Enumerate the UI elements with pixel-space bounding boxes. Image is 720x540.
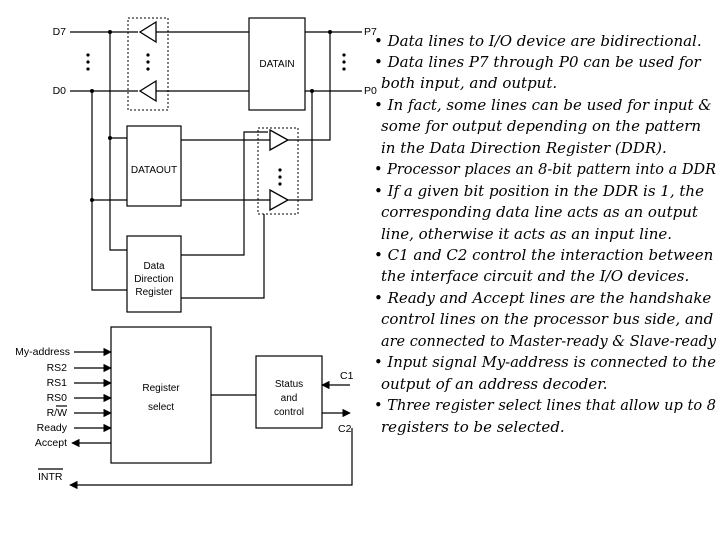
output-buffer-group bbox=[257, 127, 299, 215]
status-control-block bbox=[255, 355, 323, 429]
bullet-line: • Data lines to I/O device are bidirecti… bbox=[374, 32, 702, 50]
bullet-line: • Ready and Accept lines are the handsha… bbox=[374, 289, 711, 307]
ddr-label-line-2: Direction bbox=[134, 274, 173, 285]
datain-label: DATAIN bbox=[259, 59, 294, 70]
c2-label: C2 bbox=[338, 423, 352, 435]
d7-to-ddr bbox=[109, 138, 127, 251]
ddr-block bbox=[126, 235, 182, 313]
c1-label: C1 bbox=[340, 370, 354, 382]
outbuf-to-p7 bbox=[288, 32, 331, 141]
outbuf-to-p0 bbox=[288, 91, 313, 201]
bullet-line: • If a given bit position in the DDR is … bbox=[374, 182, 704, 200]
status-control-label-line-2: and bbox=[281, 393, 298, 404]
dataout-label: DATAOUT bbox=[131, 165, 177, 176]
rs1-label: RS1 bbox=[47, 377, 68, 389]
bullet-line: are connected to Master-ready & Slave-re… bbox=[381, 332, 716, 350]
rw-label: R/W bbox=[47, 407, 68, 419]
d7-to-dataout bbox=[109, 32, 127, 139]
rs2-label: RS2 bbox=[47, 362, 68, 374]
bullet-line: • Three register select lines that allow… bbox=[374, 396, 716, 414]
input-buffer-top-icon bbox=[138, 20, 157, 44]
register-select-label-line-2: select bbox=[148, 402, 174, 413]
bullet-line: output of an address decoder. bbox=[381, 375, 608, 393]
p0-label: P0 bbox=[364, 85, 377, 97]
ddr-label-line-3: Register bbox=[135, 287, 173, 298]
bullet-line: both input, and output. bbox=[381, 74, 557, 92]
register-select-label-line-1: Register bbox=[142, 383, 180, 394]
ddr-enable-bottom bbox=[181, 214, 265, 299]
bullet-line: • C1 and C2 control the interaction betw… bbox=[374, 246, 713, 264]
status-control-label-line-3: control bbox=[274, 407, 304, 418]
output-buffer-top-icon bbox=[269, 128, 290, 152]
bullet-line: the interface circuit and the I/O device… bbox=[381, 267, 689, 285]
dataout-block bbox=[126, 125, 182, 207]
input-buffer-group bbox=[127, 17, 169, 111]
bullet-line: • Input signal My-address is connected t… bbox=[374, 353, 716, 371]
p7-label: P7 bbox=[364, 26, 377, 38]
ddr-label-line-1: Data bbox=[143, 261, 165, 272]
register-select-block bbox=[110, 326, 212, 464]
d0-label: D0 bbox=[53, 85, 67, 97]
bullet-line: line, otherwise it acts as an input line… bbox=[381, 225, 672, 243]
bullet-line: • Data lines P7 through P0 can be used f… bbox=[374, 53, 702, 71]
datain-block bbox=[248, 17, 306, 111]
my-address-label: My-address bbox=[15, 346, 70, 358]
rs0-label: RS0 bbox=[47, 392, 68, 404]
status-control-label-line-1: Status bbox=[275, 379, 303, 390]
bullet-line: • In fact, some lines can be used for in… bbox=[374, 96, 712, 114]
output-buffer-bottom-icon bbox=[269, 188, 290, 212]
bullet-line: in the Data Direction Register (DDR). bbox=[381, 139, 667, 157]
d7-label: D7 bbox=[53, 26, 67, 38]
bullet-line: • Processor places an 8-bit pattern into… bbox=[374, 160, 716, 178]
d0-to-ddr bbox=[91, 200, 127, 291]
accept-label: Accept bbox=[35, 437, 67, 449]
intr-label: INTR bbox=[38, 471, 63, 483]
bullet-line: control lines on the processor bus side,… bbox=[381, 310, 713, 328]
ready-label: Ready bbox=[37, 422, 68, 434]
ddr-enable-top bbox=[181, 131, 268, 256]
bullet-line: corresponding data line acts as an outpu… bbox=[381, 203, 699, 221]
bullet-line: some for output depending on the pattern bbox=[381, 117, 701, 135]
vertical-dots-icon bbox=[86, 53, 346, 186]
bullet-list: • Data lines to I/O device are bidirecti… bbox=[374, 32, 716, 436]
input-buffer-bottom-icon bbox=[138, 79, 157, 103]
bullet-line: registers to be selected. bbox=[381, 418, 565, 436]
intr-line bbox=[69, 428, 353, 490]
